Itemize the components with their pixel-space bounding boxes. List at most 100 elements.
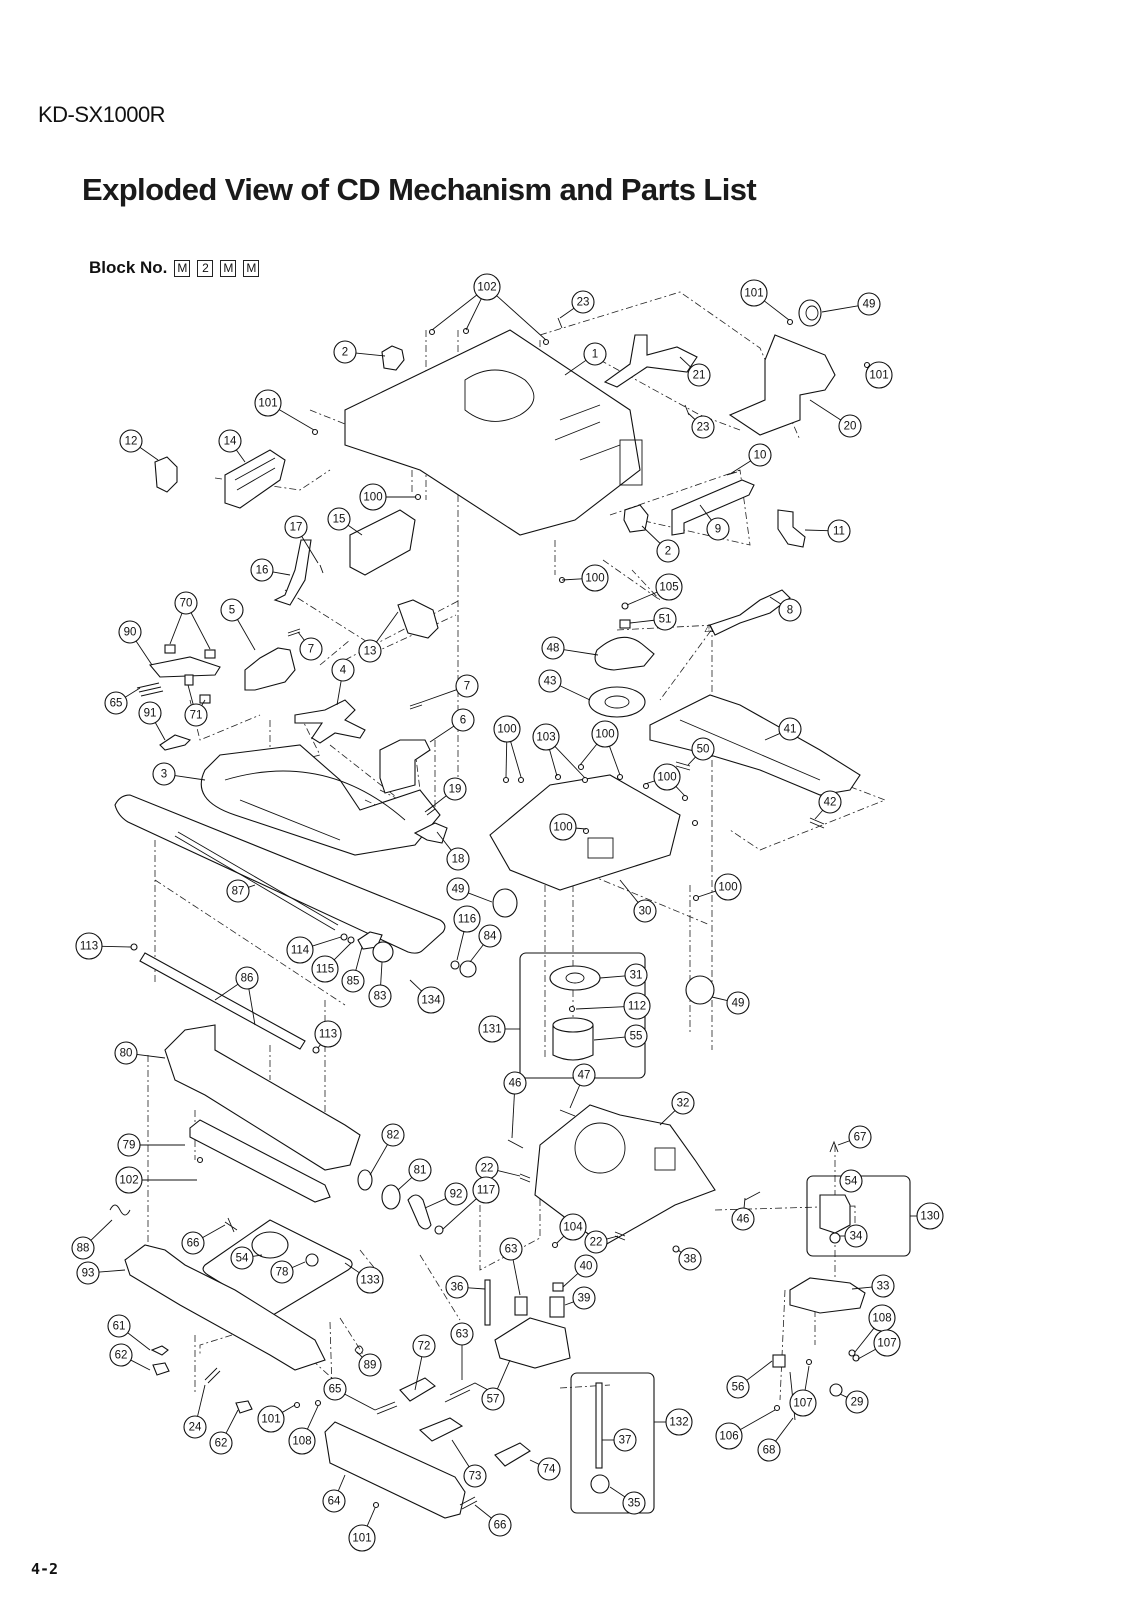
callout-number: 101 bbox=[261, 1414, 280, 1426]
callout-number: 100 bbox=[553, 822, 572, 834]
part-40-clip bbox=[552, 1282, 564, 1292]
callout-circle bbox=[356, 1266, 384, 1294]
part-33-gear-bracket bbox=[789, 1277, 866, 1314]
warning-triangle-icon: ⚠ bbox=[704, 622, 714, 635]
callout-number: 30 bbox=[639, 906, 652, 918]
leader-line bbox=[397, 1177, 413, 1191]
callout-circle bbox=[446, 847, 470, 871]
callout-number: 22 bbox=[481, 1163, 494, 1175]
callout-number: 108 bbox=[292, 1436, 311, 1448]
callout-number: 64 bbox=[328, 1496, 341, 1508]
callout-number: 101 bbox=[352, 1533, 371, 1545]
callout-number: 23 bbox=[577, 297, 590, 309]
leader-line bbox=[225, 1409, 239, 1434]
part-2-bracket bbox=[381, 345, 405, 371]
callout-number: 54 bbox=[236, 1253, 249, 1265]
part-29-gear bbox=[829, 1383, 843, 1397]
leader-line bbox=[496, 1359, 511, 1390]
part-32-pickup-chassis bbox=[534, 1104, 716, 1246]
leader-line bbox=[301, 536, 319, 564]
leader-line bbox=[556, 1235, 565, 1244]
part-2-bracket-lower bbox=[623, 504, 649, 533]
callout-circle bbox=[757, 1438, 781, 1462]
leader-line bbox=[746, 1360, 773, 1381]
callout-circle bbox=[451, 708, 475, 732]
part-23-spring-a bbox=[557, 317, 563, 329]
callout-88: 88 bbox=[71, 1219, 113, 1260]
callout-circle bbox=[220, 598, 244, 622]
leader-line bbox=[575, 1006, 625, 1010]
part-12-lever bbox=[154, 456, 178, 493]
leader-line bbox=[549, 749, 558, 777]
callout-114: 114 bbox=[286, 936, 342, 964]
callout-number: 2 bbox=[342, 347, 348, 359]
leader-line bbox=[414, 1356, 423, 1391]
screws-100 bbox=[414, 493, 700, 902]
leader-line bbox=[644, 780, 655, 785]
callout-number: 7 bbox=[464, 681, 470, 693]
callout-13: 13 bbox=[358, 611, 399, 663]
part-36-rod bbox=[484, 1279, 491, 1326]
callout-number: 62 bbox=[215, 1438, 228, 1450]
leader-line bbox=[278, 409, 315, 431]
callout-number: 101 bbox=[258, 398, 277, 410]
callout-number: 68 bbox=[763, 1445, 776, 1457]
callout-102: 102 bbox=[115, 1166, 197, 1194]
part-92-belt bbox=[407, 1194, 432, 1230]
callout-number: 18 bbox=[452, 854, 465, 866]
leader-line bbox=[510, 741, 522, 778]
callout-number: 100 bbox=[595, 729, 614, 741]
callout-circle bbox=[368, 984, 392, 1008]
callout-circle bbox=[107, 1314, 131, 1338]
callout-78: 78 bbox=[270, 1260, 306, 1284]
callout-number: 15 bbox=[333, 514, 346, 526]
callout-number: 80 bbox=[120, 1048, 133, 1060]
part-1-top-chassis bbox=[344, 329, 641, 536]
callout-number: 88 bbox=[77, 1243, 90, 1255]
callout-circle bbox=[408, 1158, 432, 1182]
part-4-cross-lever bbox=[294, 699, 366, 744]
leader-line bbox=[563, 649, 599, 656]
callout-number: 9 bbox=[715, 524, 721, 536]
callout-circle bbox=[417, 986, 445, 1014]
callout-105: 105 bbox=[626, 573, 683, 606]
callout-number: 107 bbox=[793, 1398, 812, 1410]
leader-line bbox=[564, 1301, 574, 1306]
group-133-outline bbox=[202, 1219, 353, 1316]
part-46-pin-b bbox=[744, 1191, 761, 1201]
callout-number: 83 bbox=[374, 991, 387, 1003]
callout-circle bbox=[532, 723, 560, 751]
callout-circle bbox=[104, 691, 128, 715]
leader-line bbox=[626, 591, 658, 606]
callout-35: 35 bbox=[609, 1486, 646, 1515]
callout-102: 102 bbox=[431, 273, 547, 341]
callout-87: 87 bbox=[226, 879, 256, 903]
leader-line bbox=[593, 1036, 626, 1041]
leader-line bbox=[347, 524, 363, 536]
part-72-connector bbox=[399, 1377, 436, 1402]
callout-circle bbox=[115, 1166, 143, 1194]
callout-71: 71 bbox=[184, 684, 208, 727]
callout-36: 36 bbox=[445, 1275, 486, 1299]
leader-line bbox=[356, 1351, 363, 1358]
leader-line bbox=[344, 1262, 360, 1274]
callout-circle bbox=[152, 762, 176, 786]
part-65-flex-b bbox=[374, 1401, 398, 1415]
callout-101: 101 bbox=[257, 1404, 296, 1433]
callout-34: 34 bbox=[840, 1224, 868, 1248]
part-102-screw-a2 bbox=[462, 327, 470, 335]
callout-circle bbox=[358, 639, 382, 663]
leader-line bbox=[429, 725, 455, 743]
part-88-spring bbox=[109, 1204, 131, 1216]
callout-101: 101 bbox=[865, 361, 893, 389]
part-5-lever bbox=[244, 647, 296, 691]
part-11-lever bbox=[777, 509, 806, 548]
callout-circle bbox=[250, 558, 274, 582]
callout-50: 50 bbox=[687, 737, 715, 766]
callout-number: 38 bbox=[684, 1254, 697, 1266]
callout-63: 63 bbox=[450, 1322, 474, 1380]
part-71-clip-a bbox=[184, 674, 194, 686]
part-9-plate bbox=[671, 479, 755, 536]
callout-113: 113 bbox=[314, 1020, 342, 1049]
block-code-4: M bbox=[243, 259, 260, 277]
